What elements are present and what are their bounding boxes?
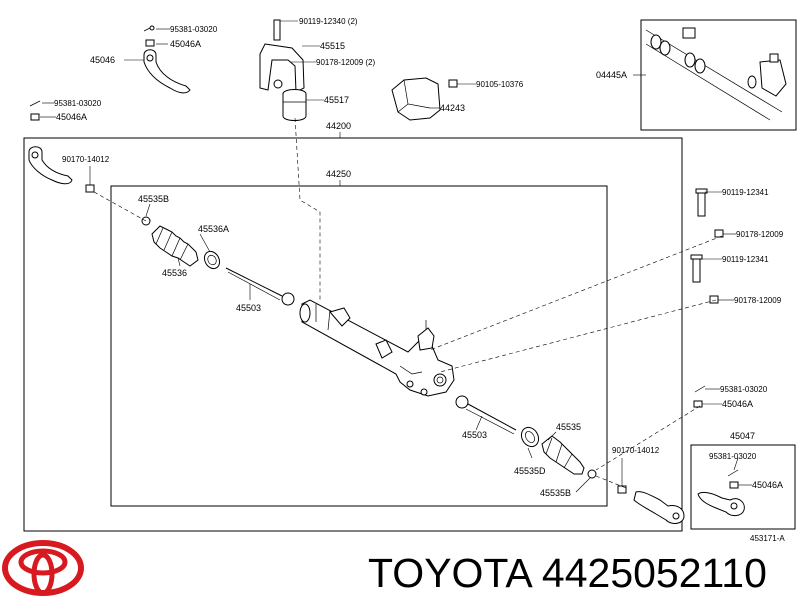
label-45517: 45517 [324,95,349,105]
subassembly-frame-44250 [110,185,608,507]
bracket-44243 [391,77,458,121]
assembly-frame-44200 [23,137,683,532]
boot-right-45535 [520,426,597,479]
label-90170-right: 90170-14012 [612,446,660,455]
label-95381-right: 95381-03020 [720,385,768,394]
label-90119-12341-b: 90119-12341 [722,255,769,264]
label-90170-left: 90170-14012 [62,155,110,164]
label-45047: 45047 [730,431,755,441]
label-45535B-bottom: 45535B [540,488,571,498]
inner-tie-rod-right [455,395,517,435]
label-45515: 45515 [320,41,345,51]
label-90119-12340: 90119-12340 (2) [299,17,358,26]
label-45046A-right: 45046A [722,399,753,409]
tie-rod-end-top [143,25,191,94]
rack-bracket-45515 [259,19,307,121]
label-45536: 45536 [162,268,187,278]
tie-rod-end-left [28,100,95,193]
alignment-lines [93,117,723,489]
inner-tie-rod-left [225,267,295,306]
label-04445A: 04445A [596,70,627,80]
label-45535: 45535 [556,422,581,432]
label-90178-12009-a: 90178-12009 [736,230,784,239]
label-44250: 44250 [326,169,351,179]
label-90178-12009-2: 90178-12009 (2) [316,58,375,67]
label-95381-top: 95381-03020 [170,25,218,34]
tie-rod-end-inset [697,469,745,517]
label-95381-box: 95381-03020 [709,452,757,461]
boot-left-45536 [141,216,221,270]
part-labels: 45046 95381-03020 45046A 90119-12340 (2)… [54,17,785,543]
label-90105-10376: 90105-10376 [476,80,524,89]
label-45503-left: 45503 [236,303,261,313]
label-44243: 44243 [440,103,465,113]
label-90119-12341-a: 90119-12341 [722,188,769,197]
label-45535D: 45535D [514,466,546,476]
inset-frame-45047 [690,444,796,530]
label-45046A-box: 45046A [752,480,783,490]
label-45046A-left: 45046A [56,112,87,122]
label-45536A: 45536A [198,224,229,234]
label-95381-left: 95381-03020 [54,99,102,108]
rack-housing [299,299,455,397]
label-90178-12009-b: 90178-12009 [734,296,782,305]
label-44200: 44200 [326,121,351,131]
mount-bolts-right [690,188,724,304]
part-number-caption: TOYOTA 4425052110 [368,550,767,596]
label-45046A-top: 45046A [170,39,201,49]
label-45503-right: 45503 [462,430,487,440]
label-45535B-top: 45535B [138,194,169,204]
label-45046: 45046 [90,55,115,65]
seal-kit-inset [645,27,787,121]
leader-lines [40,20,752,493]
toyota-logo [2,540,84,596]
figure-code: 453171-A [750,534,785,543]
